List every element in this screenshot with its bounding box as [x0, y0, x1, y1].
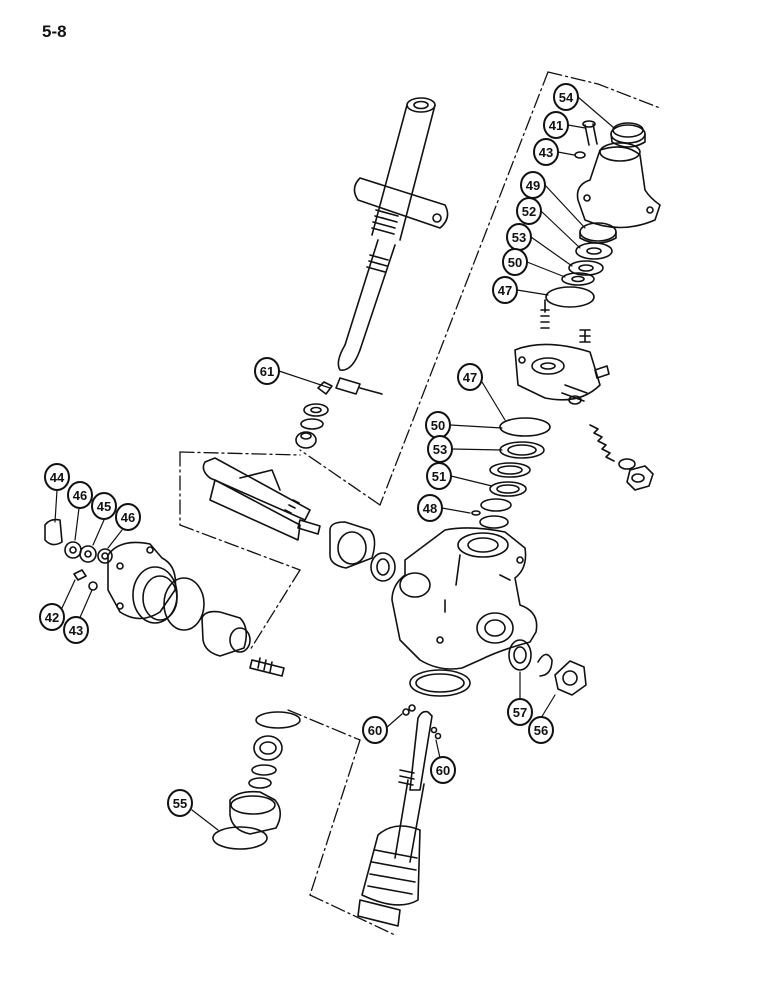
callout-circle	[426, 462, 452, 490]
leader-lines	[54, 96, 615, 831]
callout-number: 51	[432, 469, 446, 484]
callout-number: 50	[431, 418, 445, 433]
callout-number: 55	[173, 796, 187, 811]
callout-circle	[167, 789, 193, 817]
callout-circle	[115, 503, 141, 531]
callout-47: 47	[457, 363, 483, 391]
callout-number: 50	[508, 255, 522, 270]
callout-circle	[430, 756, 456, 784]
callout-49: 49	[520, 171, 546, 199]
callout-53: 53	[427, 435, 453, 463]
callout-number: 42	[45, 610, 59, 625]
callout-circle	[362, 716, 388, 744]
callout-48: 48	[417, 494, 443, 522]
callout-number: 46	[73, 488, 87, 503]
page-number: 5-8	[42, 22, 67, 41]
callout-50: 50	[502, 248, 528, 276]
callout-circle	[507, 698, 533, 726]
callout-60: 60	[362, 716, 388, 744]
callout-55: 55	[167, 789, 193, 817]
callout-number: 41	[549, 118, 563, 133]
callout-circle	[67, 481, 93, 509]
callout-56: 56	[528, 716, 554, 744]
callout-number: 60	[368, 723, 382, 738]
callout-circle	[553, 83, 579, 111]
callout-circle	[528, 716, 554, 744]
callout-layer: 54 41 43 49 52 53 50 47 61 47 50 53 51 48 44 46 45 46 42 43…	[39, 83, 579, 817]
gear-housing	[391, 527, 587, 697]
callout-number: 52	[522, 204, 536, 219]
callout-circle	[457, 363, 483, 391]
callout-number: 45	[97, 499, 111, 514]
seal-stack-middle	[471, 417, 551, 529]
callout-60: 60	[430, 756, 456, 784]
callout-number: 54	[559, 90, 574, 105]
callout-54: 54	[553, 83, 579, 111]
callout-number: 47	[463, 370, 477, 385]
sector-shaft	[202, 457, 321, 541]
callout-circle	[417, 494, 443, 522]
steering-column-shaft	[295, 97, 449, 449]
callout-circle	[39, 603, 65, 631]
callout-number: 49	[526, 178, 540, 193]
group-bracket-lines	[179, 71, 661, 936]
callout-number: 56	[534, 723, 548, 738]
callout-52: 52	[516, 197, 542, 225]
callout-circle	[492, 276, 518, 304]
worm-shaft	[357, 704, 442, 927]
end-cover-assembly	[44, 518, 285, 677]
callout-circle	[427, 435, 453, 463]
adjuster-plug	[212, 711, 301, 850]
callout-43: 43	[63, 616, 89, 644]
callout-61: 61	[254, 357, 280, 385]
callout-53: 53	[506, 223, 532, 251]
callout-46: 46	[67, 481, 93, 509]
callout-number: 44	[50, 470, 65, 485]
callout-number: 48	[423, 501, 437, 516]
callout-number: 61	[260, 364, 274, 379]
bearings	[329, 521, 396, 582]
callout-circle	[502, 248, 528, 276]
callout-57: 57	[507, 698, 533, 726]
callout-number: 53	[512, 230, 526, 245]
callout-45: 45	[91, 492, 117, 520]
valve-housing-upper	[514, 120, 661, 491]
callout-46: 46	[115, 503, 141, 531]
callout-number: 53	[433, 442, 447, 457]
callout-41: 41	[543, 111, 569, 139]
callout-number: 43	[69, 623, 83, 638]
callout-43: 43	[533, 138, 559, 166]
callout-number: 57	[513, 705, 527, 720]
callout-circle	[63, 616, 89, 644]
callout-number: 43	[539, 145, 553, 160]
callout-circle	[44, 463, 70, 491]
callout-number: 47	[498, 283, 512, 298]
callout-51: 51	[426, 462, 452, 490]
callout-circle	[533, 138, 559, 166]
callout-circle	[91, 492, 117, 520]
callout-circle	[543, 111, 569, 139]
callout-circle	[516, 197, 542, 225]
callout-47: 47	[492, 276, 518, 304]
callout-44: 44	[44, 463, 70, 491]
callout-42: 42	[39, 603, 65, 631]
callout-number: 60	[436, 763, 450, 778]
callout-50: 50	[425, 411, 451, 439]
callout-number: 46	[121, 510, 135, 525]
callout-circle	[254, 357, 280, 385]
